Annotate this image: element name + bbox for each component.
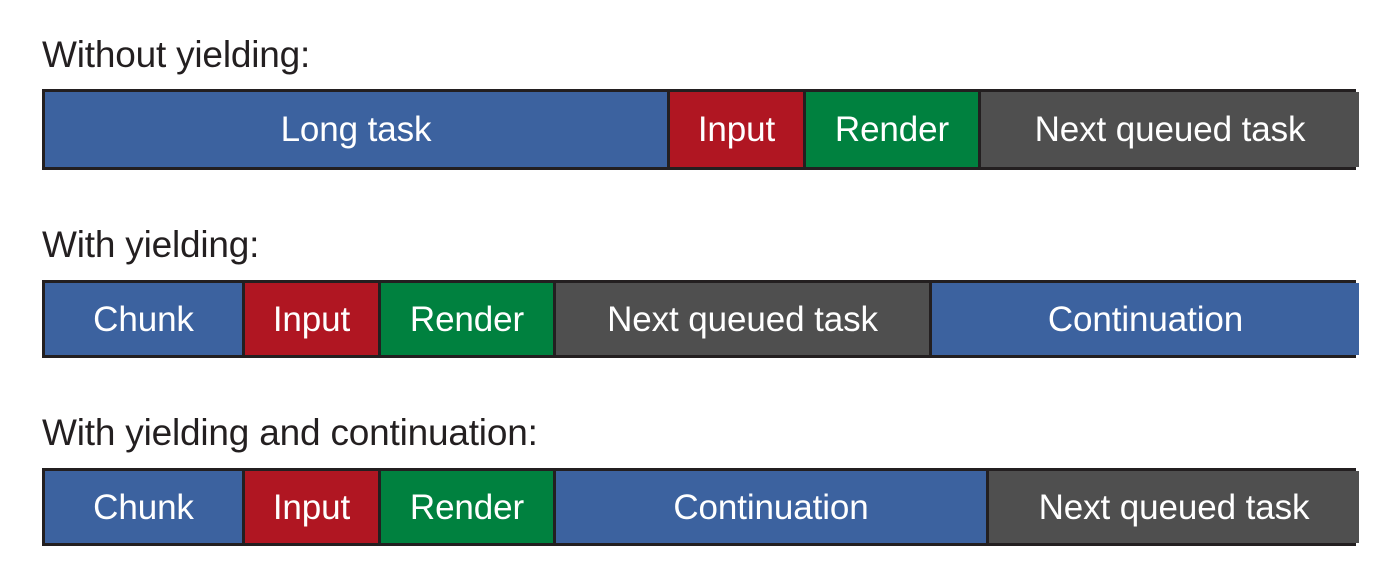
segment-input: Input <box>245 283 381 355</box>
segment-input: Input <box>245 471 381 543</box>
segment-next-queued-task: Next queued task <box>989 471 1359 543</box>
timeline-bar-with-yielding: Chunk Input Render Next queued task Cont… <box>42 280 1359 358</box>
timeline-bar-without-yielding: Long task Input Render Next queued task <box>42 89 1359 170</box>
segment-chunk: Chunk <box>45 471 245 543</box>
segment-continuation: Continuation <box>932 283 1359 355</box>
segment-chunk: Chunk <box>45 283 245 355</box>
row-label-with-yielding-and-continuation: With yielding and continuation: <box>42 412 538 453</box>
timeline-bar-with-yielding-and-continuation: Chunk Input Render Continuation Next que… <box>42 468 1359 546</box>
segment-next-queued-task: Next queued task <box>556 283 932 355</box>
segment-continuation: Continuation <box>556 471 989 543</box>
segment-render: Render <box>806 92 981 167</box>
segment-render: Render <box>381 471 556 543</box>
segment-render: Render <box>381 283 556 355</box>
segment-long-task: Long task <box>45 92 670 167</box>
row-label-with-yielding: With yielding: <box>42 224 260 265</box>
segment-input: Input <box>670 92 806 167</box>
segment-next-queued-task: Next queued task <box>981 92 1359 167</box>
row-label-without-yielding: Without yielding: <box>42 34 311 75</box>
